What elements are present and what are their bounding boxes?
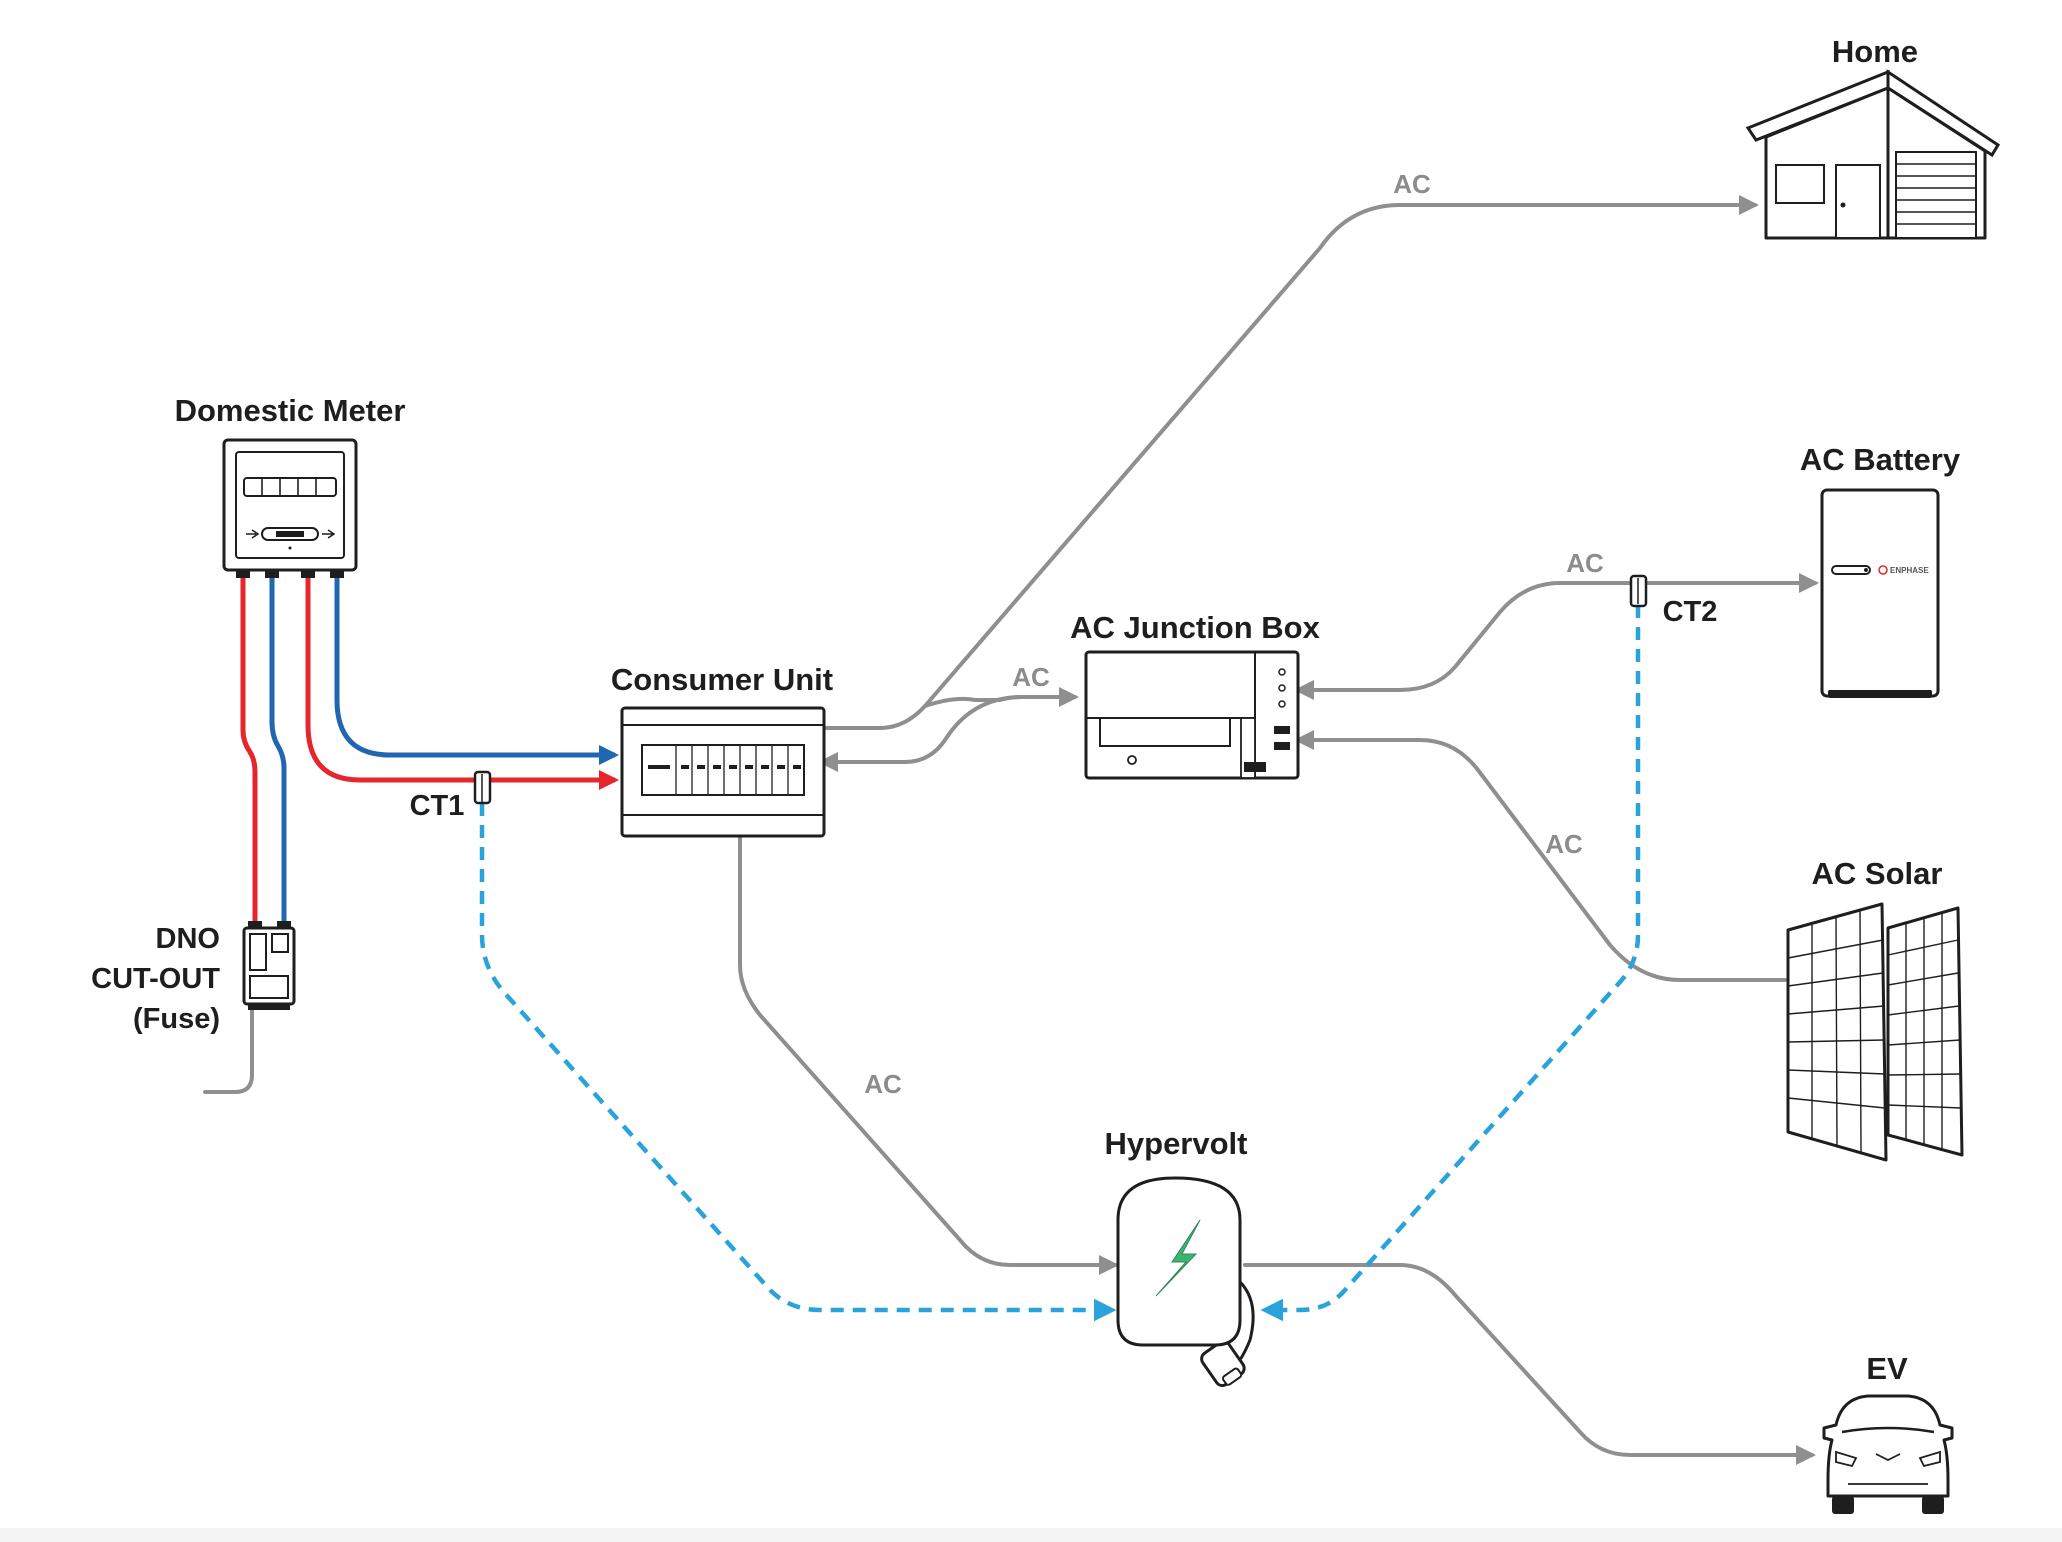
label-ev: EV [1866, 1351, 1908, 1386]
wire-battery-to-junction [1294, 581, 1807, 700]
label-domestic-meter: Domestic Meter [175, 393, 406, 428]
wire-hypervolt-to-ev [1243, 1263, 1816, 1465]
lightning-icon [1155, 1219, 1201, 1297]
wire-blue-consumer [334, 570, 619, 765]
wire-junction-to-consumer [818, 695, 1024, 772]
ac-label-junction: AC [1012, 662, 1050, 692]
ct-clamp-icon [473, 770, 492, 805]
junction-box-icon [1084, 650, 1300, 780]
label-hypervolt: Hypervolt [1105, 1126, 1248, 1161]
label-dno-line2: CUT-OUT [91, 963, 220, 995]
wire-solar-to-junction [1294, 730, 1787, 982]
ac-wires [203, 195, 1819, 1465]
house-icon [1745, 69, 2001, 240]
wire-consumer-to-home [820, 195, 1759, 730]
solar-panel-icon [1786, 902, 1964, 1162]
ac-label-home: AC [1393, 169, 1431, 199]
charger-icon [1116, 1176, 1255, 1388]
wire-blue-cutout [269, 570, 287, 925]
battery-brand: ENPHASE [1890, 566, 1929, 575]
label-ac-battery: AC Battery [1800, 442, 1961, 477]
consumer-unit-icon [620, 706, 826, 838]
wire-grid-incoming [203, 998, 254, 1094]
ct-signals [479, 605, 1641, 1322]
label-ac-junction-box: AC Junction Box [1070, 610, 1320, 645]
fuse-icon [242, 921, 296, 1010]
bottom-strip [0, 1528, 2062, 1542]
wire-red-cutout [240, 570, 258, 925]
label-dno-line1: DNO [156, 923, 220, 955]
meter-tails [240, 570, 619, 925]
ct2-signal [1260, 605, 1641, 1322]
ac-label-hypervolt: AC [864, 1069, 902, 1099]
label-consumer-unit: Consumer Unit [611, 662, 833, 697]
label-ct1: CT1 [410, 790, 465, 822]
ac-label-solar: AC [1545, 829, 1583, 859]
label-home: Home [1832, 34, 1918, 69]
ct2-clamp-icon [1629, 574, 1648, 608]
label-ac-solar: AC Solar [1812, 856, 1943, 891]
wire-consumer-to-hypervolt [738, 833, 1119, 1275]
wire-red-consumer [305, 570, 619, 790]
car-icon [1822, 1394, 1954, 1514]
ac-label-battery: AC [1566, 548, 1604, 578]
meter-icon [222, 438, 358, 578]
label-dno-line3: (Fuse) [133, 1003, 220, 1035]
label-ct2: CT2 [1663, 596, 1718, 628]
battery-icon: ENPHASE [1820, 488, 1940, 698]
